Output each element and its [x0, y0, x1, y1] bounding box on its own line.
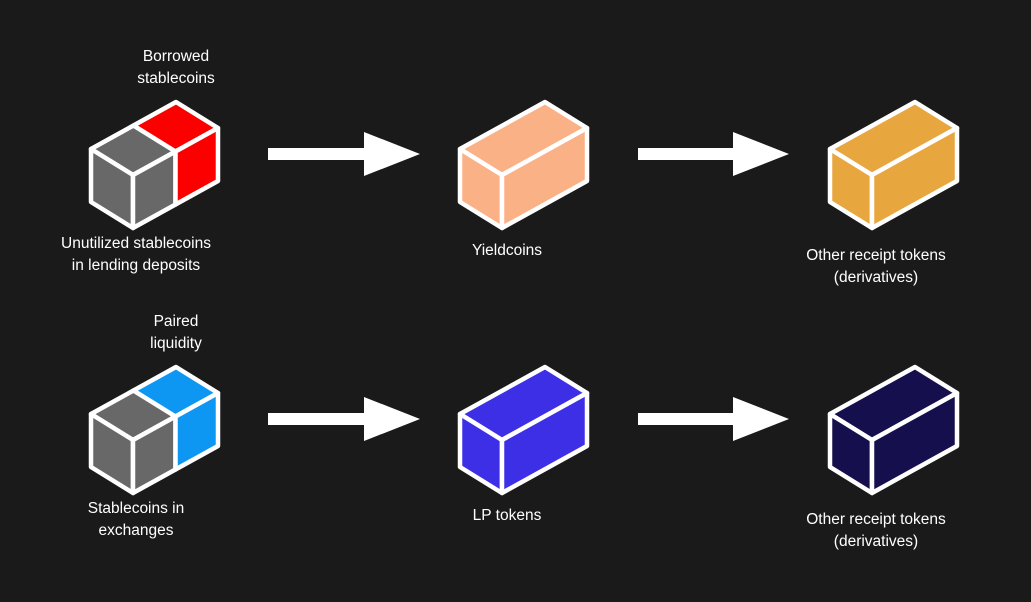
- box-other-receipt-tokens-top: [823, 96, 963, 236]
- cuboid-graphic: [827, 99, 960, 231]
- cuboid-graphic: [457, 364, 590, 496]
- cuboid-face: [499, 125, 590, 231]
- label-borrowed-stablecoins: Borrowed stablecoins: [137, 48, 215, 87]
- label-lp-tokens: LP tokens: [472, 507, 542, 524]
- label-unutilized-stablecoins: Unutilized stablecoins in lending deposi…: [61, 235, 211, 274]
- cuboid-face: [499, 390, 590, 496]
- box-yieldcoins: [453, 96, 593, 236]
- cuboid-face: [173, 390, 221, 472]
- arrow-yieldcoins-to-receipt-icon: [638, 132, 789, 176]
- label-paired-liquidity: Paired liquidity: [150, 313, 202, 352]
- cuboid-face: [869, 125, 960, 231]
- box-lp-tokens: [453, 361, 593, 501]
- label-stablecoins-in-exchanges: Stablecoins in exchanges: [87, 500, 185, 539]
- arrow-stablecoins-to-yieldcoins-icon: [268, 132, 420, 176]
- cuboid-graphic: [88, 99, 221, 231]
- box-other-receipt-tokens-bottom: [823, 361, 963, 501]
- label-other-receipt-tokens-bottom: Other receipt tokens (derivatives): [806, 511, 946, 550]
- cuboid-graphic: [827, 364, 960, 496]
- label-other-receipt-tokens-top: Other receipt tokens (derivatives): [806, 247, 946, 286]
- arrow-shape: [638, 132, 789, 176]
- cuboid-graphic: [457, 99, 590, 231]
- arrow-shape: [638, 397, 789, 441]
- arrow-lp-to-receipt-icon: [638, 397, 789, 441]
- box-paired-stablecoins-exchanges: [84, 361, 224, 501]
- arrow-exchanges-to-lp-icon: [268, 397, 420, 441]
- arrow-shape: [268, 397, 420, 441]
- cuboid-face: [869, 390, 960, 496]
- cuboid-face: [173, 125, 221, 207]
- box-borrowed-unutilized-stablecoins: [84, 96, 224, 236]
- cuboid-graphic: [88, 364, 221, 496]
- label-yieldcoins: Yieldcoins: [471, 242, 543, 259]
- arrow-shape: [268, 132, 420, 176]
